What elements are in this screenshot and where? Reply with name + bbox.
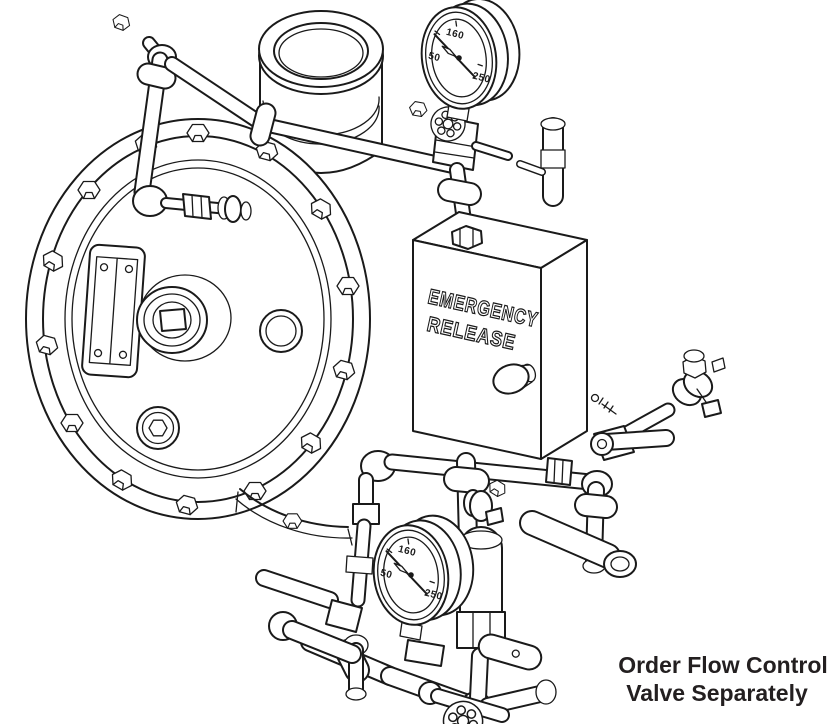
center-hub: [136, 274, 232, 362]
pressure-gauge-bottom: 50 160 250: [372, 514, 475, 667]
box-top-connector: [451, 225, 483, 250]
bottom-trim: [255, 477, 557, 724]
outlet-coupling: [258, 10, 384, 174]
right-trim: [519, 349, 726, 578]
gauge-bottom-label-mid: 160: [397, 544, 417, 559]
alarm-test-ball-valve[interactable]: [590, 402, 676, 461]
emergency-release-box: EMERGENCY RELEASE: [412, 211, 588, 460]
drip-check-spring: [590, 393, 617, 415]
gauge-bottom-label-low: 50: [379, 568, 393, 582]
box-front-face: [412, 239, 542, 460]
gauge-top-label-low: 50: [427, 51, 441, 65]
emergency-release-knob[interactable]: [489, 360, 537, 399]
test-ball-valve[interactable]: [268, 611, 362, 664]
nameplate: [81, 243, 146, 379]
union-and-cylinder: [456, 489, 506, 650]
drain-ball-valve[interactable]: [255, 513, 363, 633]
box-right-face: [540, 239, 588, 460]
drain-plug: [136, 406, 180, 450]
order-note: Order Flow Control Valve Separately: [618, 652, 828, 706]
pressure-gauge-top: 50 160 250: [420, 0, 521, 122]
valve-stem-nut: [701, 399, 722, 418]
upper-left-piping: [110, 12, 252, 223]
gauge-bottom-label-high: 250: [423, 588, 443, 603]
gauge-top-label-mid: 160: [445, 27, 465, 42]
order-note-line1: Order Flow Control: [618, 652, 828, 678]
gauge-top-label-high: 250: [471, 71, 491, 86]
diagonal-supply-pipe: [164, 56, 463, 175]
angle-valve[interactable]: [668, 349, 726, 418]
mid-trim-piping: [345, 450, 599, 608]
clamp-plate: [477, 477, 543, 671]
order-note-line2: Valve Separately: [626, 680, 808, 706]
valve-body-cover: [25, 118, 371, 546]
